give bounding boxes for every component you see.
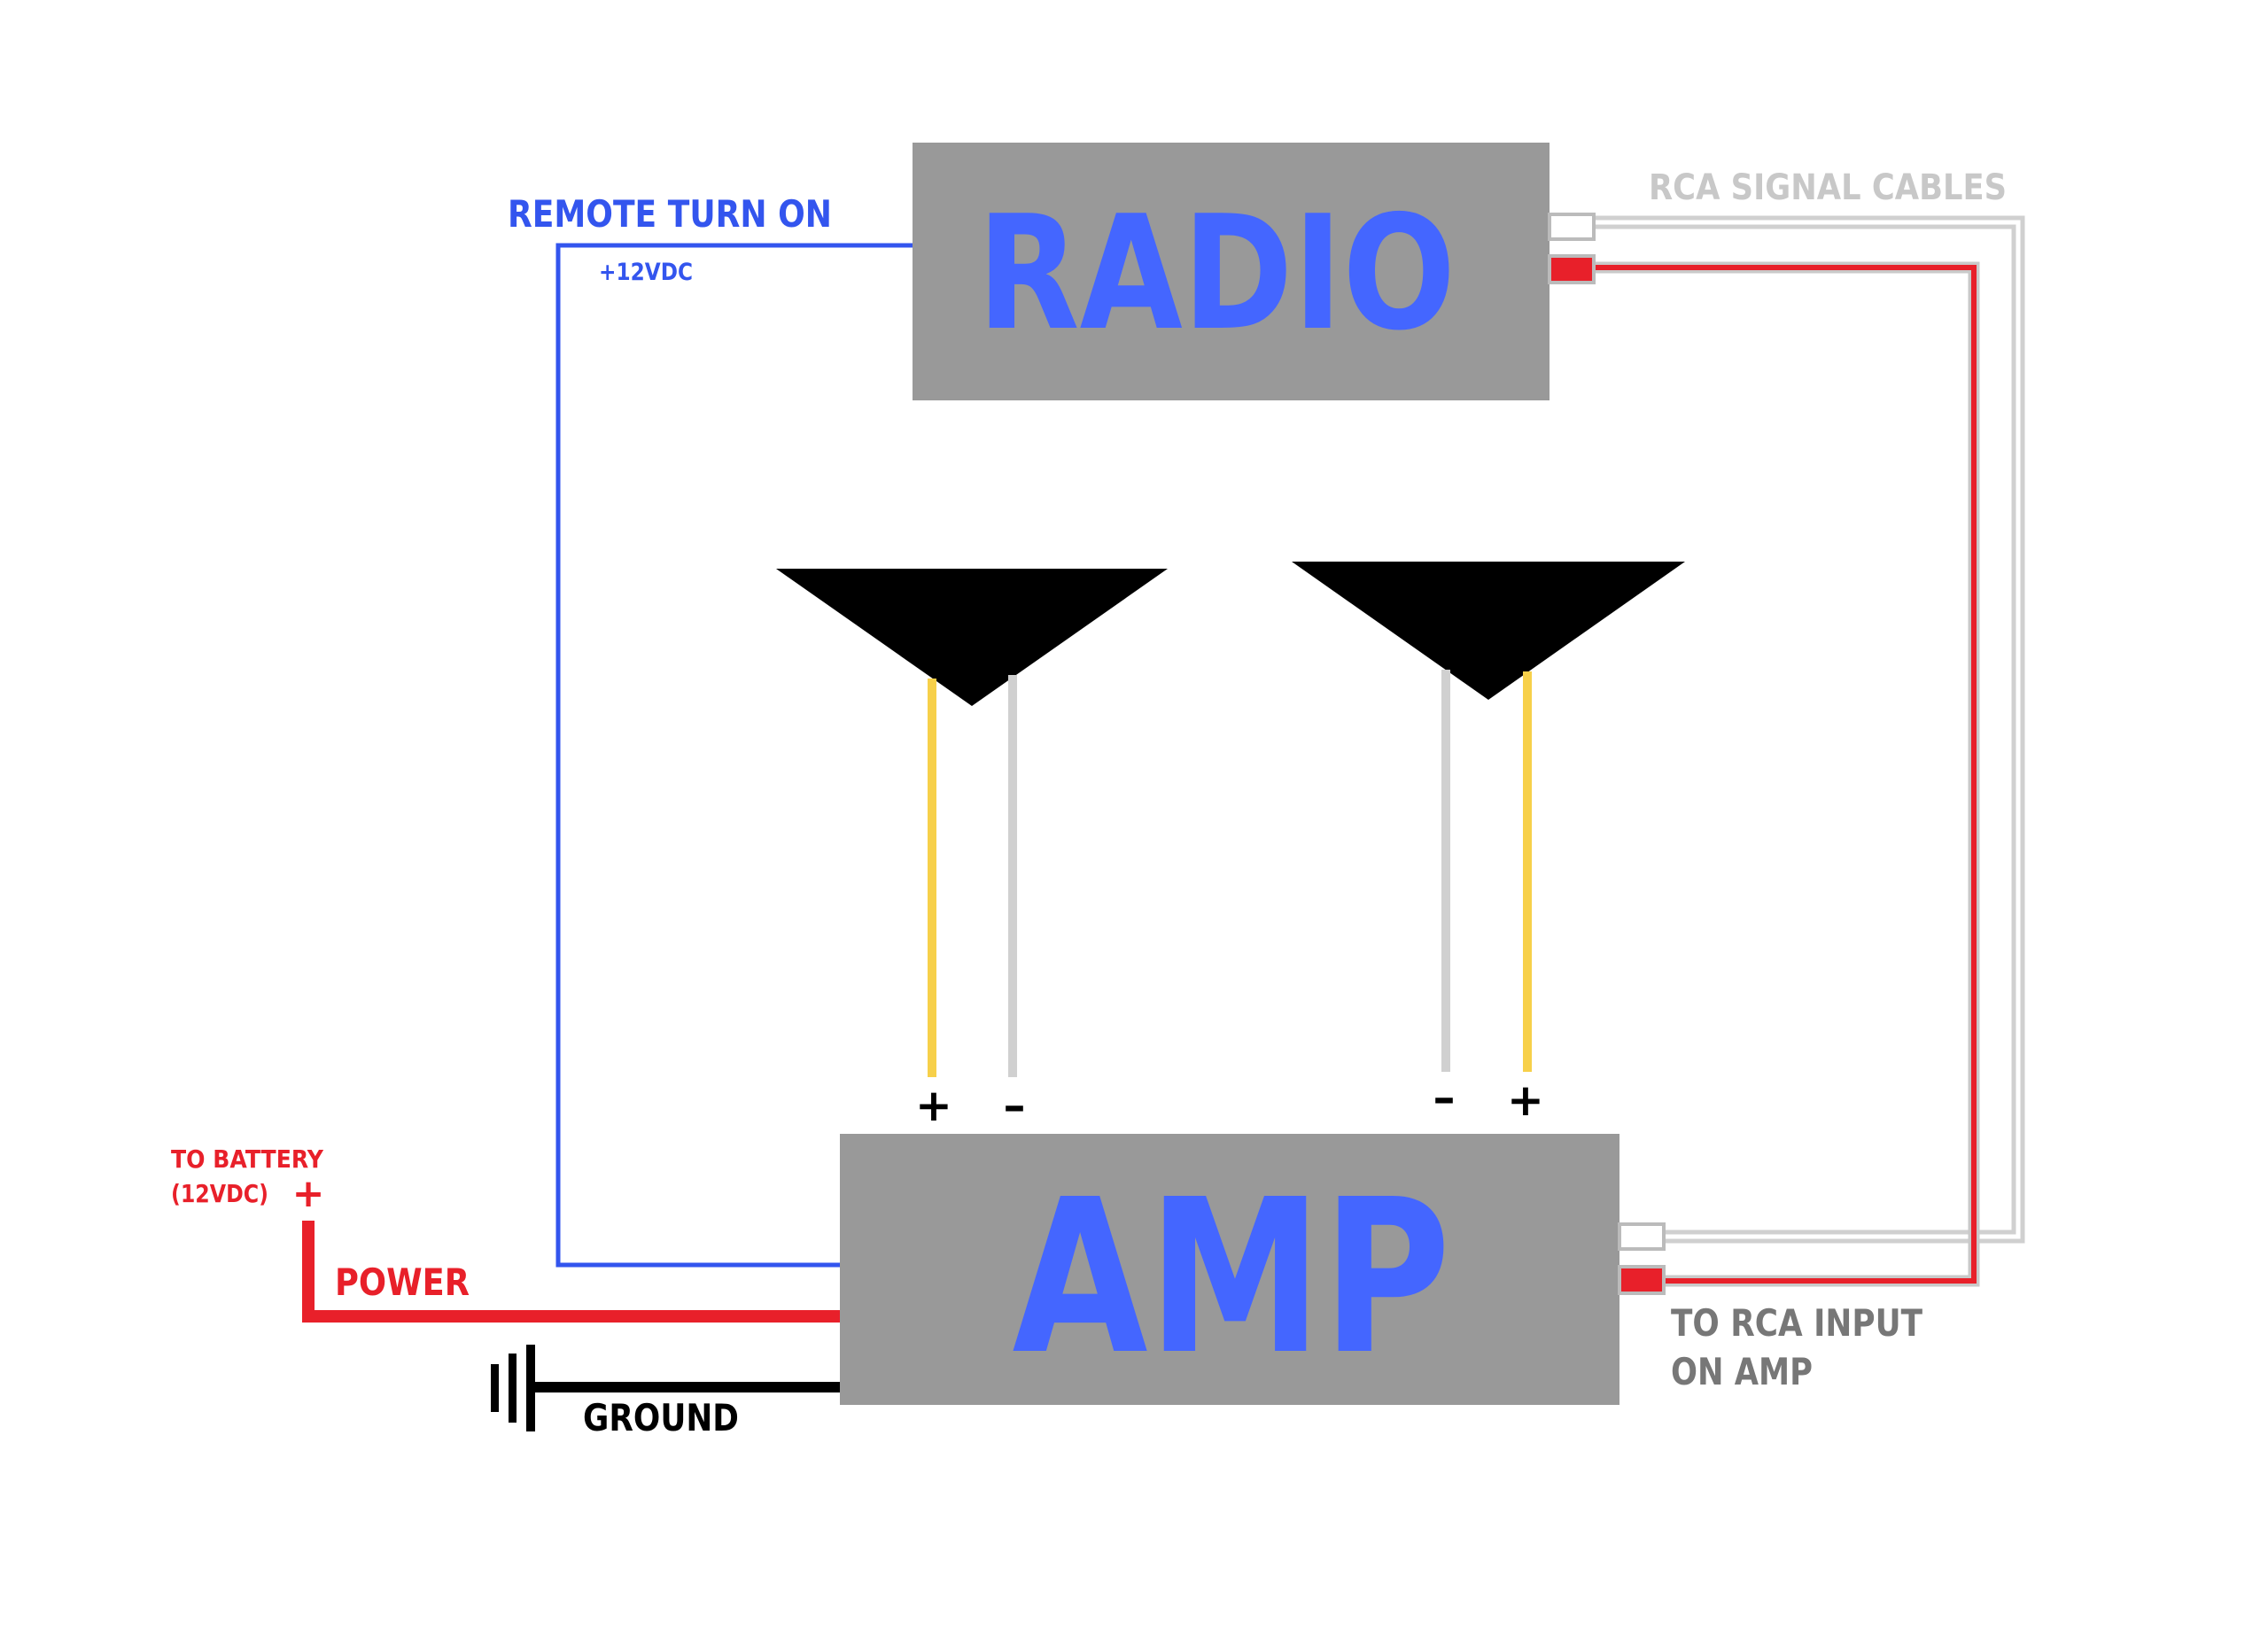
- amp-rca-white-jack: [1618, 1222, 1666, 1251]
- battery-plus-sign: +: [292, 1171, 325, 1216]
- rca-input-label-line1: TO RCA INPUT: [1671, 1301, 1922, 1345]
- ground-label: GROUND: [583, 1396, 739, 1439]
- rca-signal-cables-label: RCA SIGNAL CABLES: [1649, 167, 2007, 208]
- amp-title: AMP: [1013, 1153, 1451, 1401]
- ground-symbol-icon: [491, 1345, 535, 1431]
- radio-title: RADIO: [977, 182, 1456, 365]
- rca-signal-cables: [1592, 215, 2025, 1287]
- power-label: POWER: [335, 1261, 470, 1304]
- remote-turn-on-label: REMOTE TURN ON: [508, 192, 832, 236]
- amp-rca-red-jack: [1618, 1265, 1666, 1295]
- radio-rca-red-jack: [1548, 254, 1596, 284]
- speaker-right: – +: [1292, 562, 1685, 1126]
- radio-rca-white-jack: [1548, 213, 1596, 241]
- amp-unit: AMP: [840, 1134, 1619, 1405]
- speaker-cone-icon: [776, 569, 1168, 706]
- terminal-sign-negative: –: [1004, 1080, 1026, 1131]
- radio-unit: RADIO: [913, 143, 1550, 400]
- radio-box: [913, 143, 1550, 400]
- battery-label-line2: (12VDC): [171, 1179, 268, 1208]
- battery-label-line1: TO BATTERY: [171, 1144, 324, 1174]
- speaker-cone-icon: [1292, 562, 1685, 700]
- remote-voltage-label: +12VDC: [599, 259, 693, 286]
- remote-turn-on-wire: [555, 243, 913, 1268]
- rca-input-label-line2: ON AMP: [1671, 1350, 1813, 1393]
- terminal-sign-positive: +: [915, 1080, 952, 1131]
- terminal-sign-negative: –: [1433, 1072, 1456, 1123]
- power-wire: [302, 1221, 842, 1323]
- terminal-sign-positive: +: [1507, 1074, 1544, 1126]
- amp-box: [840, 1134, 1619, 1405]
- speaker-left: + –: [776, 569, 1168, 1131]
